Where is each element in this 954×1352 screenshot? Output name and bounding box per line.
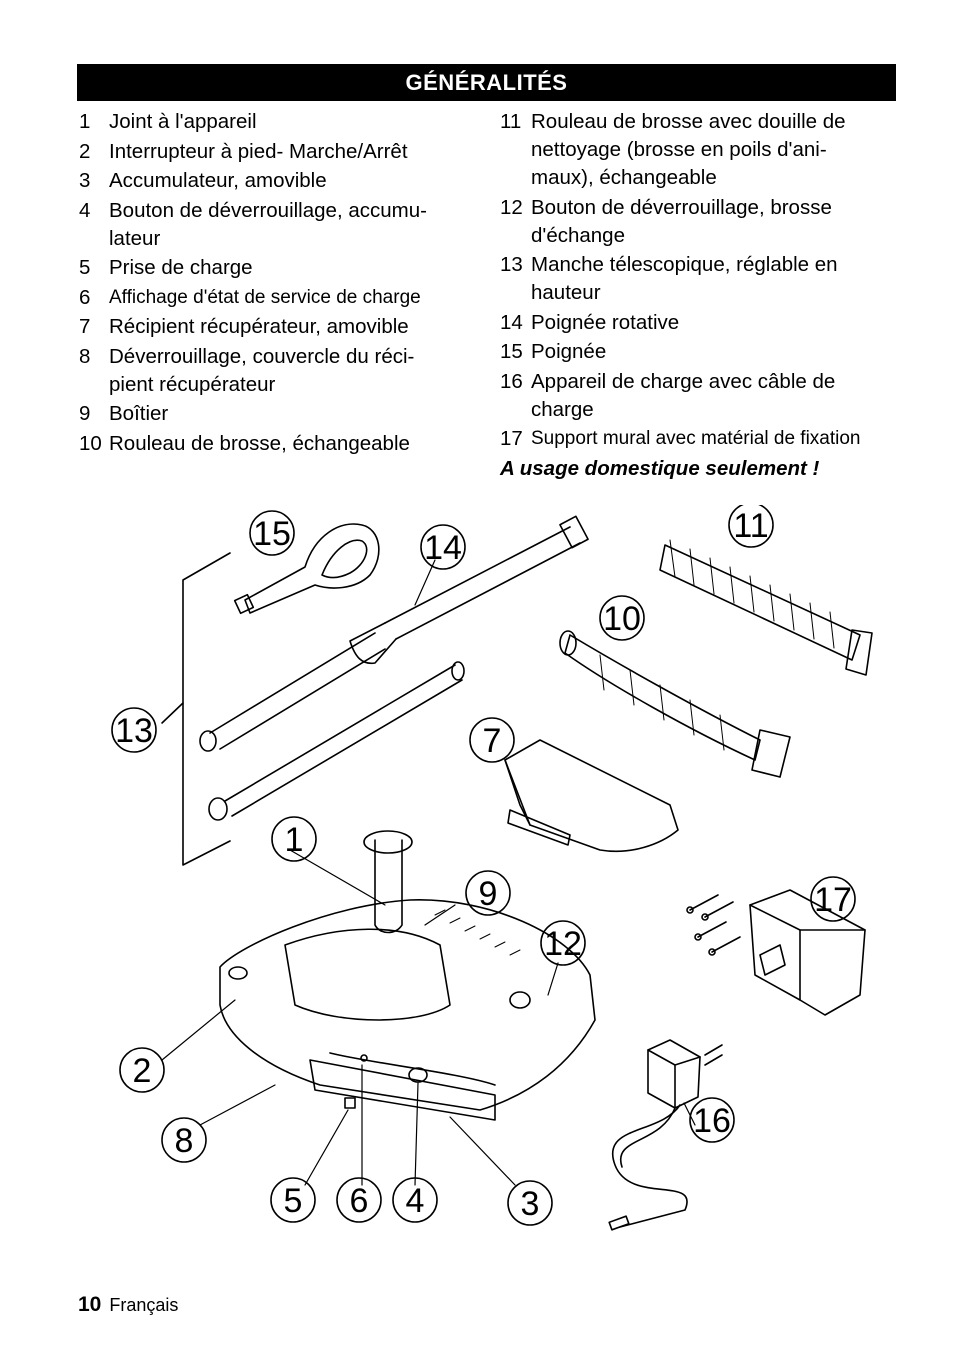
item-text: Déverrouillage, couvercle du réci-pient … [109,344,415,396]
item-number: 12 [500,195,523,219]
list-item: 12 Bouton de déverrouillage, brosse d'éch… [500,194,900,250]
callout-10: 10 [603,600,641,638]
telescopic-tube-upper [199,515,589,752]
list-item: 6 Affichage d'état de service de charge [79,284,479,312]
item-number: 9 [79,402,91,425]
item-text: Appareil de charge avec câble de charge [531,369,836,421]
parts-list-right: 11 Rouleau de brosse avec douille de nett… [500,108,900,483]
callout-5: 5 [284,1182,303,1220]
charger [608,1039,723,1231]
item-number: 8 [79,344,91,368]
item-number: 11 [500,110,522,133]
item-text: Manche télescopique, réglable en hauteur [531,253,838,304]
item-number: 13 [500,253,523,276]
callout-numbers: 15 14 11 10 13 7 1 9 17 12 2 8 16 5 6 4 … [115,507,852,1223]
callout-17: 17 [814,881,852,919]
list-item: 4 Bouton de déverrouillage, accumu-lateur [79,197,479,253]
callout-7: 7 [483,722,502,760]
item-number: 2 [79,139,91,163]
item-text: Accumulateur, amovible [109,169,327,192]
callout-12: 12 [544,925,582,963]
grip-part [233,523,380,615]
item-number: 14 [500,310,523,334]
item-number: 15 [500,340,523,363]
callout-3: 3 [521,1185,540,1223]
callout-circles [111,505,856,1226]
callout-16: 16 [693,1102,731,1140]
list-item: 2 Interrupteur à pied- Marche/Arrêt [79,138,479,166]
callout-15: 15 [253,515,291,553]
list-item: 16 Appareil de charge avec câble de charg… [500,368,900,424]
leader-lines [161,559,696,1186]
item-text: Affichage d'état de service de charge [109,286,421,308]
list-item: 14 Poignée rotative [500,309,900,337]
item-number: 3 [79,169,91,192]
list-item: 15 Poignée [500,338,900,366]
item-text: Bouton de déverrouillage, accumu-lateur [109,198,427,250]
exploded-view-figure: 15 14 11 10 13 7 1 9 17 12 2 8 16 5 6 4 … [111,505,873,1231]
item-text: Poignée rotative [531,310,680,334]
list-item: 9 Boîtier [79,400,479,428]
item-text: Rouleau de brosse avec douille de nettoy… [531,110,846,189]
list-item: 1 Joint à l'appareil [79,108,479,136]
item-text: Support mural avec matérial de fixation [531,428,861,449]
telescopic-tube-lower [208,661,465,821]
usage-note: A usage domestique seulement ! [500,457,820,480]
item-text: Joint à l'appareil [109,110,257,133]
callout-8: 8 [175,1122,194,1160]
item-text: Prise de charge [109,256,253,279]
wall-bracket [749,889,866,1016]
list-item: 10 Rouleau de brosse, échangeable [79,430,479,458]
callout-13: 13 [115,712,153,750]
list-item: 13 Manche télescopique, réglable en haute… [500,251,900,307]
item-number: 7 [79,315,91,338]
callout-6: 6 [350,1182,369,1220]
item-text: Bouton de déverrouillage, brosse d'échan… [531,195,832,247]
item-text: Récipient récupérateur, amovible [109,315,409,338]
list-item: 5 Prise de charge [79,254,479,282]
item-number: 17 [500,427,523,450]
item-text: Rouleau de brosse, échangeable [109,431,410,455]
handle-bracket [161,552,231,866]
section-title: GÉNÉRALITÉS [405,69,568,95]
main-body [219,830,596,1121]
item-number: 5 [79,256,91,279]
item-text: Boîtier [109,402,169,425]
item-number: 10 [79,431,102,455]
section-header: GÉNÉRALITÉS [77,64,896,101]
item-number: 4 [79,198,91,222]
brush-roller-10 [559,630,791,778]
callout-1: 1 [285,821,304,859]
wall-mount-screws [686,894,741,956]
item-number: 1 [79,110,91,133]
callout-2: 2 [133,1052,152,1090]
dust-container [504,739,679,853]
brush-roller-11 [659,539,873,676]
list-item: 17 Support mural avec matérial de fixatio… [500,425,900,453]
item-number: 16 [500,369,523,393]
item-number: 6 [79,285,91,309]
parts-list-left: 1 Joint à l'appareil 2 Interrupteur à pied… [79,108,479,459]
list-item: 8 Déverrouillage, couvercle du réci-pient… [79,343,479,399]
callout-11: 11 [733,507,768,545]
page-footer: 10 Français [78,1293,178,1317]
item-text: Interrupteur à pied- Marche/Arrêt [109,139,408,163]
list-item: 7 Récipient récupérateur, amovible [79,313,479,341]
list-item: 3 Accumulateur, amovible [79,167,479,195]
callout-4: 4 [406,1182,425,1220]
footer-language: Français [109,1295,179,1315]
page-number: 10 [78,1293,102,1316]
callout-14: 14 [424,529,462,567]
list-item: 11 Rouleau de brosse avec douille de nett… [500,108,900,192]
item-text: Poignée [531,340,607,363]
callout-9: 9 [479,875,498,913]
